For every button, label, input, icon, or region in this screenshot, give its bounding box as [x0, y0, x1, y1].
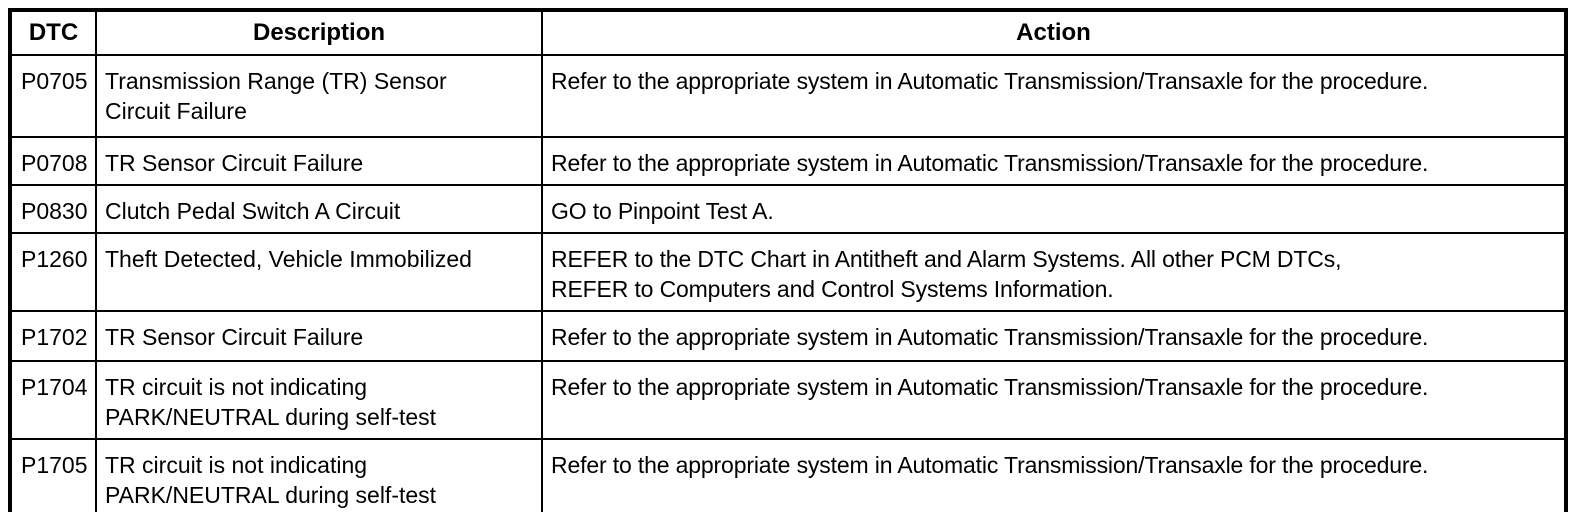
action-cell: Refer to the appropriate system in Autom…	[541, 310, 1567, 362]
description-cell: Clutch Pedal Switch A Circuit	[95, 184, 543, 234]
action-column-header: Action	[541, 9, 1567, 56]
action-cell: Refer to the appropriate system in Autom…	[541, 438, 1567, 512]
table-row: P0705 Transmission Range (TR) Sensor Cir…	[9, 54, 1567, 138]
description-cell: Theft Detected, Vehicle Immobilized	[95, 232, 543, 312]
action-cell: REFER to the DTC Chart in Antitheft and …	[541, 232, 1567, 312]
description-column-header: Description	[95, 9, 543, 56]
description-cell: TR Sensor Circuit Failure	[95, 310, 543, 362]
action-cell: Refer to the appropriate system in Autom…	[541, 136, 1567, 186]
diagnostic-trouble-code-table: DTC Description Action P0705 Transmissio…	[8, 8, 1568, 512]
action-cell: Refer to the appropriate system in Autom…	[541, 54, 1567, 138]
description-cell: TR circuit is not indicating PARK/NEUTRA…	[95, 438, 543, 512]
description-cell: Transmission Range (TR) Sensor Circuit F…	[95, 54, 543, 138]
description-cell: TR circuit is not indicating PARK/NEUTRA…	[95, 360, 543, 440]
dtc-code-cell: P1705	[9, 438, 97, 512]
table-row: P1704 TR circuit is not indicating PARK/…	[9, 360, 1567, 440]
action-cell: Refer to the appropriate system in Autom…	[541, 360, 1567, 440]
dtc-code-cell: P1704	[9, 360, 97, 440]
dtc-code-cell: P0708	[9, 136, 97, 186]
dtc-column-header: DTC	[9, 9, 97, 56]
table-row: P0708 TR Sensor Circuit Failure Refer to…	[9, 136, 1567, 186]
description-cell: TR Sensor Circuit Failure	[95, 136, 543, 186]
table-row: P0830 Clutch Pedal Switch A Circuit GO t…	[9, 184, 1567, 234]
header-row: DTC Description Action	[9, 9, 1567, 56]
dtc-code-cell: P0830	[9, 184, 97, 234]
table-row: P1702 TR Sensor Circuit Failure Refer to…	[9, 310, 1567, 362]
dtc-code-cell: P0705	[9, 54, 97, 138]
action-cell: GO to Pinpoint Test A.	[541, 184, 1567, 234]
dtc-code-cell: P1260	[9, 232, 97, 312]
table-row: P1705 TR circuit is not indicating PARK/…	[9, 438, 1567, 512]
dtc-code-cell: P1702	[9, 310, 97, 362]
table-row: P1260 Theft Detected, Vehicle Immobilize…	[9, 232, 1567, 312]
